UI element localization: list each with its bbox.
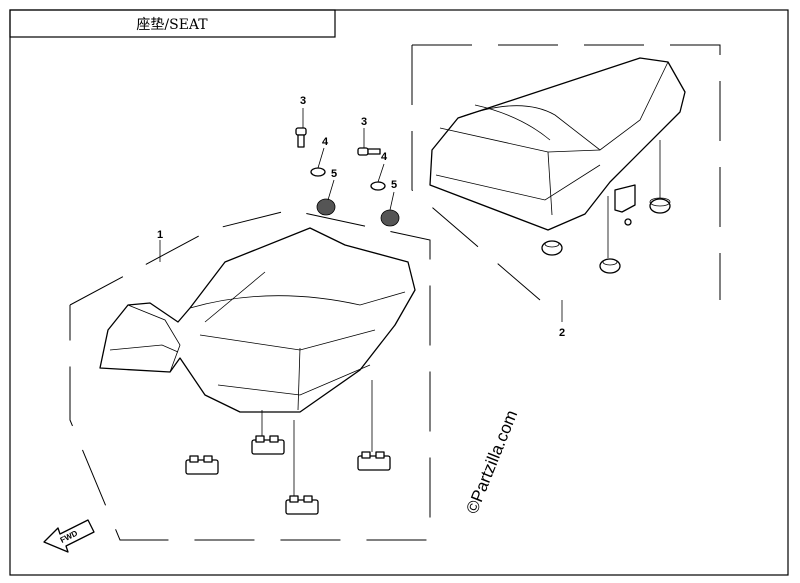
rear-seat[interactable] (429, 57, 686, 231)
grommet-left (316, 198, 336, 216)
callout-grommet-left: 5 (331, 168, 337, 180)
diagram-border (9, 9, 789, 576)
callout-washer-right: 4 (381, 151, 388, 163)
rear-seat-group-outline (411, 44, 721, 322)
front-rubber-block-4 (285, 495, 319, 515)
screw-left (295, 127, 307, 148)
washer-left (310, 167, 326, 177)
front-rubber-block-2 (251, 435, 285, 455)
callout-screw-left: 3 (300, 95, 306, 107)
callout-grommet-right: 5 (391, 179, 397, 191)
rear-rubber-mount-left (541, 240, 563, 256)
front-seat[interactable] (99, 227, 416, 413)
front-rubber-block-3 (357, 451, 391, 471)
watermark: ©Partzilla.com (463, 407, 522, 516)
diagram-title: 座垫/SEAT (136, 17, 208, 33)
title-box (9, 9, 336, 38)
rear-rubber-mount-center (599, 258, 621, 274)
rear-rubber-mount-right (649, 197, 671, 214)
screw-right (357, 147, 381, 156)
front-rubber-block-1 (185, 455, 219, 475)
forward-direction-arrow: FWD (43, 519, 95, 553)
front-seat-group-outline (69, 209, 431, 541)
grommet-right (380, 209, 400, 227)
callout-screw-right: 3 (361, 116, 367, 128)
callout-front-seat: 1 (157, 229, 163, 241)
washer-right (370, 181, 386, 191)
callout-rear-seat: 2 (559, 327, 565, 339)
callout-washer-left: 4 (322, 136, 329, 148)
rear-seat-bracket (614, 184, 636, 226)
